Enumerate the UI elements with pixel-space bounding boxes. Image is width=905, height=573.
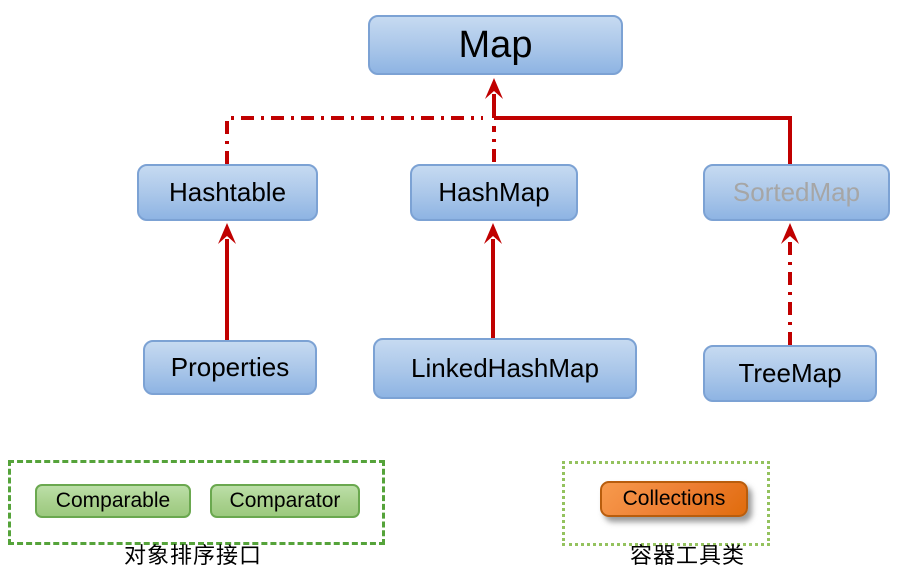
node-linkedhashmap: LinkedHashMap [373,338,637,399]
node-map: Map [368,15,623,75]
node-comparator: Comparator [210,484,360,518]
arrowhead-hashtable [218,223,236,244]
node-collections: Collections [600,481,748,517]
node-treemap: TreeMap [703,345,877,402]
node-comparable: Comparable [35,484,191,518]
group-sorting-interfaces: Comparable Comparator [8,460,385,545]
edge-sortedmap-map [494,116,792,165]
node-hashmap: HashMap [410,164,578,221]
group-utility-class: Collections [562,461,770,546]
group-utility-label: 容器工具类 [630,543,746,568]
arrowhead-sortedmap [781,223,799,244]
arrowhead-hashmap [484,223,502,244]
node-hashtable: Hashtable [137,164,318,221]
arrowhead-map [485,78,503,99]
edge-hashtable-map [225,116,483,164]
node-properties: Properties [143,340,317,395]
node-sortedmap: SortedMap [703,164,890,221]
group-sorting-label: 对象排序接口 [124,543,263,568]
